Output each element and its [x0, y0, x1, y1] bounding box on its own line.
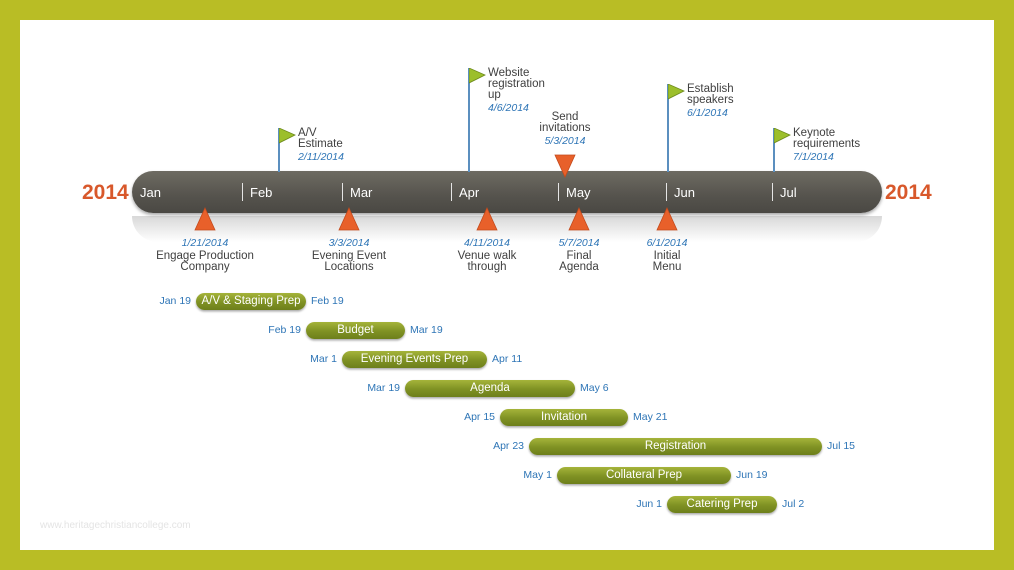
milestone-up-icon — [568, 207, 590, 231]
task-end-date: Mar 19 — [410, 324, 443, 336]
flag-label: Establish — [687, 83, 734, 95]
task-start-date: Jun 1 — [636, 498, 662, 510]
month-divider — [666, 183, 667, 201]
timeline-bar-reflection — [132, 216, 882, 242]
milestone-label: Evening Event — [311, 250, 387, 262]
flag-icon — [469, 68, 486, 84]
task-bar: Budget — [306, 322, 405, 339]
task-start-date: Mar 1 — [310, 353, 337, 365]
task-bar: Evening Events Prep — [342, 351, 487, 368]
task-bar: A/V & Staging Prep — [196, 293, 306, 310]
task-bar: Invitation — [500, 409, 628, 426]
pointer-label: invitations — [539, 122, 591, 134]
flag-pole — [667, 84, 669, 172]
timeline-bar — [132, 171, 882, 213]
pointer-date: 5/3/2014 — [544, 135, 586, 147]
flag-pole — [773, 128, 775, 172]
flag-icon — [774, 128, 791, 144]
flag-label: speakers — [687, 94, 734, 106]
slide-canvas — [20, 20, 994, 550]
task-start-date: Apr 15 — [464, 411, 495, 423]
month-divider — [242, 183, 243, 201]
flag-icon — [668, 84, 685, 100]
milestone-label: Agenda — [559, 261, 599, 273]
task-bar: Catering Prep — [667, 496, 777, 513]
task-end-date: May 21 — [633, 411, 668, 423]
task-start-date: Apr 23 — [493, 440, 524, 452]
milestone-label: Menu — [652, 261, 682, 273]
task-end-date: May 6 — [580, 382, 609, 394]
task-start-date: Jan 19 — [159, 295, 191, 307]
milestone-label: Locations — [324, 261, 374, 273]
task-start-date: Mar 19 — [367, 382, 400, 394]
month-label: May — [566, 185, 591, 200]
milestone-date: 1/21/2014 — [181, 237, 229, 249]
milestone-up-icon — [338, 207, 360, 231]
milestone-date: 5/7/2014 — [558, 237, 600, 249]
year-label-right: 2014 — [885, 181, 932, 204]
month-label: Feb — [250, 185, 273, 200]
milestone-date: 6/1/2014 — [646, 237, 688, 249]
task-bar: Registration — [529, 438, 822, 455]
milestone-date: 4/11/2014 — [464, 237, 510, 249]
flag-date: 4/6/2014 — [488, 102, 529, 114]
month-label: Jan — [140, 185, 161, 200]
month-label: Jun — [674, 185, 695, 200]
flag-label: Estimate — [298, 138, 343, 150]
flag-label: A/V — [298, 127, 317, 139]
task-start-date: Feb 19 — [268, 324, 301, 336]
month-divider — [451, 183, 452, 201]
task-end-date: Jun 19 — [736, 469, 768, 481]
milestone-label: Venue walk — [457, 250, 517, 262]
task-end-date: Jul 2 — [782, 498, 805, 510]
milestone-date: 3/3/2014 — [328, 237, 370, 249]
flag-label: requirements — [793, 138, 861, 150]
flag-icon — [279, 128, 296, 144]
month-label: Apr — [459, 185, 480, 200]
pointer-down-icon — [554, 154, 576, 178]
milestone-label: through — [467, 261, 507, 273]
flag-label: up — [488, 89, 501, 101]
year-label-left: 2014 — [82, 181, 129, 204]
task-start-date: May 1 — [523, 469, 552, 481]
task-bar: Agenda — [405, 380, 575, 397]
milestone-up-icon — [656, 207, 678, 231]
task-end-date: Jul 15 — [827, 440, 856, 452]
month-divider — [772, 183, 773, 201]
flag-pole — [468, 68, 470, 172]
month-label: Jul — [780, 185, 797, 200]
month-label: Mar — [350, 185, 373, 200]
task-end-date: Feb 19 — [311, 295, 344, 307]
flag-date: 7/1/2014 — [793, 151, 834, 163]
month-divider — [558, 183, 559, 201]
flag-pole — [278, 128, 280, 172]
milestone-label: Company — [180, 261, 230, 273]
flag-label: Website — [488, 67, 530, 79]
flag-date: 2/11/2014 — [298, 151, 344, 163]
month-divider — [342, 183, 343, 201]
task-end-date: Apr 11 — [492, 353, 523, 365]
milestone-label: Initial — [653, 250, 681, 262]
milestone-up-icon — [194, 207, 216, 231]
milestone-label: Final — [566, 250, 592, 262]
flag-date: 6/1/2014 — [687, 107, 728, 119]
task-bar: Collateral Prep — [557, 467, 731, 484]
flag-label: registration — [488, 78, 545, 90]
flag-label: Keynote — [793, 127, 836, 139]
pointer-label: Send — [551, 111, 579, 123]
watermark-text: www.heritagechristiancollege.com — [40, 520, 191, 531]
milestone-label: Engage Production — [156, 250, 254, 262]
milestone-up-icon — [476, 207, 498, 231]
